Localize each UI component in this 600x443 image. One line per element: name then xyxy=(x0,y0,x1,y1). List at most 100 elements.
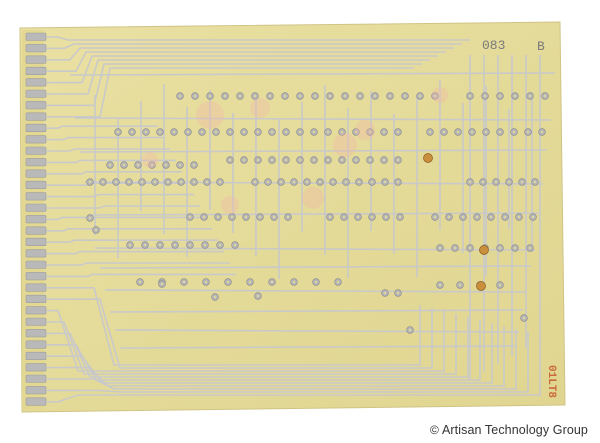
connector-finger xyxy=(25,66,47,75)
connector-finger xyxy=(25,283,47,292)
pad-hole xyxy=(373,94,377,98)
pad-hole xyxy=(396,180,400,184)
pad-hole xyxy=(368,130,372,134)
pad-hole xyxy=(475,215,479,219)
pad-hole xyxy=(186,130,190,134)
pad-hole xyxy=(204,280,208,284)
pad-hole xyxy=(456,130,460,134)
trace xyxy=(46,262,230,266)
pad-hole xyxy=(382,158,386,162)
pad-hole xyxy=(543,94,547,98)
trace xyxy=(46,51,446,72)
pad-hole xyxy=(388,94,392,98)
trace xyxy=(46,193,194,198)
pad-hole xyxy=(328,94,332,98)
pad-hole xyxy=(270,280,274,284)
pad-hole xyxy=(233,243,237,247)
trace xyxy=(46,36,470,41)
pad-hole xyxy=(203,243,207,247)
pad-hole xyxy=(507,180,511,184)
trace xyxy=(69,72,556,76)
board-revision: B xyxy=(537,39,545,54)
pad-hole xyxy=(292,280,296,284)
pad-hole xyxy=(447,215,451,219)
pad-hole xyxy=(270,158,274,162)
connector-finger xyxy=(25,260,47,269)
pad-hole xyxy=(314,280,318,284)
pad-hole xyxy=(253,94,257,98)
pad-hole xyxy=(272,215,276,219)
pad-hole xyxy=(158,130,162,134)
pad-hole xyxy=(228,158,232,162)
trace xyxy=(114,329,520,333)
connector-finger xyxy=(25,203,47,212)
pad-hole xyxy=(328,215,332,219)
pad-hole xyxy=(498,246,502,250)
pad-hole xyxy=(533,180,537,184)
pad-hole xyxy=(242,158,246,162)
pad-hole xyxy=(298,130,302,134)
trace xyxy=(74,117,552,121)
trace xyxy=(99,265,532,269)
pad-hole xyxy=(484,130,488,134)
pad-hole xyxy=(458,283,462,287)
pad-hole xyxy=(312,130,316,134)
pad-hole xyxy=(540,130,544,134)
connector-finger xyxy=(25,180,47,189)
edge-connector xyxy=(22,30,47,410)
pad-hole xyxy=(144,130,148,134)
trace xyxy=(46,67,414,118)
pad-hole xyxy=(164,163,168,167)
board-code-rotated: 01LT8 xyxy=(545,365,557,398)
pad-hole xyxy=(503,215,507,219)
pad-hole xyxy=(248,280,252,284)
pad-hole xyxy=(313,94,317,98)
pad-hole xyxy=(382,130,386,134)
pad-hole xyxy=(143,243,147,247)
pad-hole xyxy=(138,280,142,284)
pad-hole xyxy=(218,243,222,247)
trace xyxy=(79,149,548,153)
connector-finger xyxy=(25,123,47,132)
pad-hole xyxy=(468,246,472,250)
pad-hole xyxy=(384,215,388,219)
trace xyxy=(46,136,164,141)
pad-hole xyxy=(178,94,182,98)
flux-spots xyxy=(142,87,489,291)
connector-finger xyxy=(25,78,47,87)
trace xyxy=(46,298,433,369)
solder-pads xyxy=(86,92,549,334)
pad-hole xyxy=(279,180,283,184)
pad-hole xyxy=(370,180,374,184)
pad-hole xyxy=(494,180,498,184)
pad-hole xyxy=(216,215,220,219)
pad-hole xyxy=(193,94,197,98)
connector-finger xyxy=(25,294,47,304)
pad-hole xyxy=(428,130,432,134)
pad-hole xyxy=(268,94,272,98)
pad-hole xyxy=(166,180,170,184)
connector-finger xyxy=(25,169,47,178)
pad-hole xyxy=(140,180,144,184)
pad-hole xyxy=(192,180,196,184)
flux-spot xyxy=(302,187,324,209)
trace xyxy=(46,125,158,129)
pad-hole xyxy=(192,163,196,167)
trace xyxy=(46,239,218,243)
pad-hole xyxy=(344,180,348,184)
trace xyxy=(46,148,170,152)
pad-hole xyxy=(292,180,296,184)
pad-hole xyxy=(396,291,400,295)
pad-hole xyxy=(438,283,442,287)
connector-finger xyxy=(25,317,47,326)
pad-hole xyxy=(526,130,530,134)
pad-hole xyxy=(331,180,335,184)
pad-hole xyxy=(483,94,487,98)
trace xyxy=(46,171,182,175)
pad-hole xyxy=(218,180,222,184)
pad-hole xyxy=(522,316,526,320)
pad-hole xyxy=(498,283,502,287)
pad-hole xyxy=(461,215,465,219)
connector-finger xyxy=(25,135,47,144)
